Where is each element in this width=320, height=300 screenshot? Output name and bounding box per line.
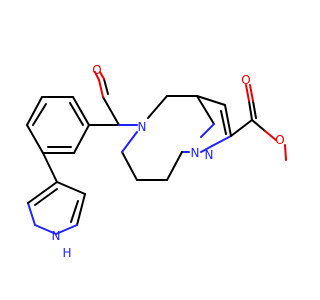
- chemical-structure: O N N N O O N H: [26, 63, 287, 260]
- molecule-diagram: O N N N O O N H: [26, 63, 287, 260]
- bicyclic-ring: [118, 95, 232, 181]
- pyrazole-nh-nitrogen-label: N: [52, 229, 61, 243]
- ester-carbonyl-oxygen-label: O: [241, 73, 250, 87]
- benzene-ring: [26, 96, 90, 154]
- amide-nitrogen-label: N: [138, 120, 147, 134]
- carbonyl-oxygen-label: O: [92, 63, 101, 77]
- pyrazole-nitrogen-label-1: N: [191, 146, 200, 160]
- pyrazole-nitrogen-label-2: N: [205, 148, 214, 162]
- pyrazole-nh-hydrogen-label: H: [62, 246, 71, 260]
- pyrazole-substituent: [27, 152, 86, 235]
- ester-group: [230, 84, 287, 161]
- carbonyl-group: [88, 71, 120, 126]
- ester-ether-oxygen-label: O: [275, 133, 284, 147]
